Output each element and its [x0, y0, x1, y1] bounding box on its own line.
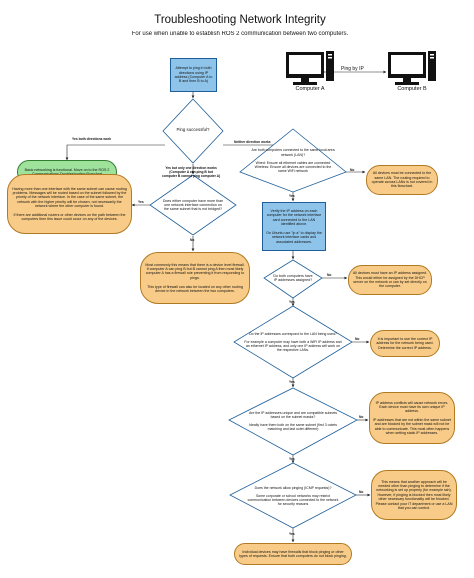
unique-note-terminal: IP address conflicts will cause network … [369, 392, 455, 444]
icmp-note-terminal: This means that another approach will be… [371, 470, 457, 520]
decision-icmp-text: Does the network allow pinging (ICMP req… [247, 485, 339, 507]
correspond-note-terminal: It is important to use the correct IP ad… [370, 330, 440, 357]
multi-iface-note-terminal: Having more than one interface with the … [7, 174, 132, 234]
edge-label-unique-yes: Yes [289, 457, 295, 461]
decision-same-lan-text: Are both computers connected to the same… [251, 148, 335, 174]
edge-label-unique-no: No [359, 415, 364, 419]
decision-correspond-text: Do the IP addresses correspond to the LA… [244, 331, 342, 353]
edge-label-neither: Neither direction works [234, 140, 271, 144]
decision-correspond-diamond [233, 305, 353, 379]
computer-b-label: Computer B [397, 86, 427, 92]
lan-note-terminal: All devices must be connected to the sam… [366, 165, 438, 195]
assign-ip-note-terminal: All devices must have an IP address assi… [348, 265, 432, 295]
computer-a-label: Computer A [295, 86, 325, 92]
page-subtitle: For use when unable to establish ROS 2 c… [131, 31, 349, 37]
one-way-note-terminal: Most commonly this means that there is a… [140, 252, 250, 304]
computer-a-icon [286, 51, 334, 85]
edge-label-icmp-no: No [359, 490, 364, 494]
decision-ping-diamond [162, 98, 224, 164]
decision-ping-text: Ping successful? [176, 127, 210, 133]
decision-icmp-diamond [229, 462, 357, 529]
edge-label-icmp-yes: Yes [289, 532, 295, 536]
edge-label-iface-no: No [190, 238, 195, 242]
start-box: Attempt to ping in both directions using… [170, 58, 217, 92]
edge-label-correspond-no: No [355, 337, 360, 341]
page-title: Troubleshooting Network Integrity [154, 14, 326, 26]
verify-ip-box: Verify the IP address on each computer f… [262, 202, 326, 251]
ping-label: Ping by IP [341, 66, 364, 72]
decision-other-iface-text: Does either computer have more than one … [162, 198, 224, 212]
decision-unique-diamond [228, 387, 358, 456]
edge-label-haveip-yes: Yes [289, 300, 295, 304]
edge-label-iface-yes: Yes [138, 200, 144, 204]
edge-label-lan-no: No [350, 168, 355, 172]
decision-have-ip-text: Do both computers have IP addresses assi… [273, 273, 313, 282]
edge-ping-basic [65, 144, 165, 161]
edge-label-yes-one: Yes but only one direction works (Comput… [162, 166, 221, 178]
edge-label-lan-yes: Yes [289, 194, 295, 198]
decision-have-ip-diamond [263, 259, 323, 299]
edge-label-haveip-no: No [327, 273, 332, 277]
decision-same-lan-diamond [239, 128, 347, 193]
decision-unique-text: Are the IP addresses unique and are comp… [248, 410, 338, 432]
end-note-terminal: Individual devices may have firewalls th… [234, 543, 352, 565]
computer-b-icon [388, 51, 436, 85]
edge-label-correspond-yes: Yes [289, 380, 295, 384]
edge-label-yes-both: Yes both directions work [72, 137, 112, 141]
decision-other-iface-diamond [149, 174, 237, 236]
